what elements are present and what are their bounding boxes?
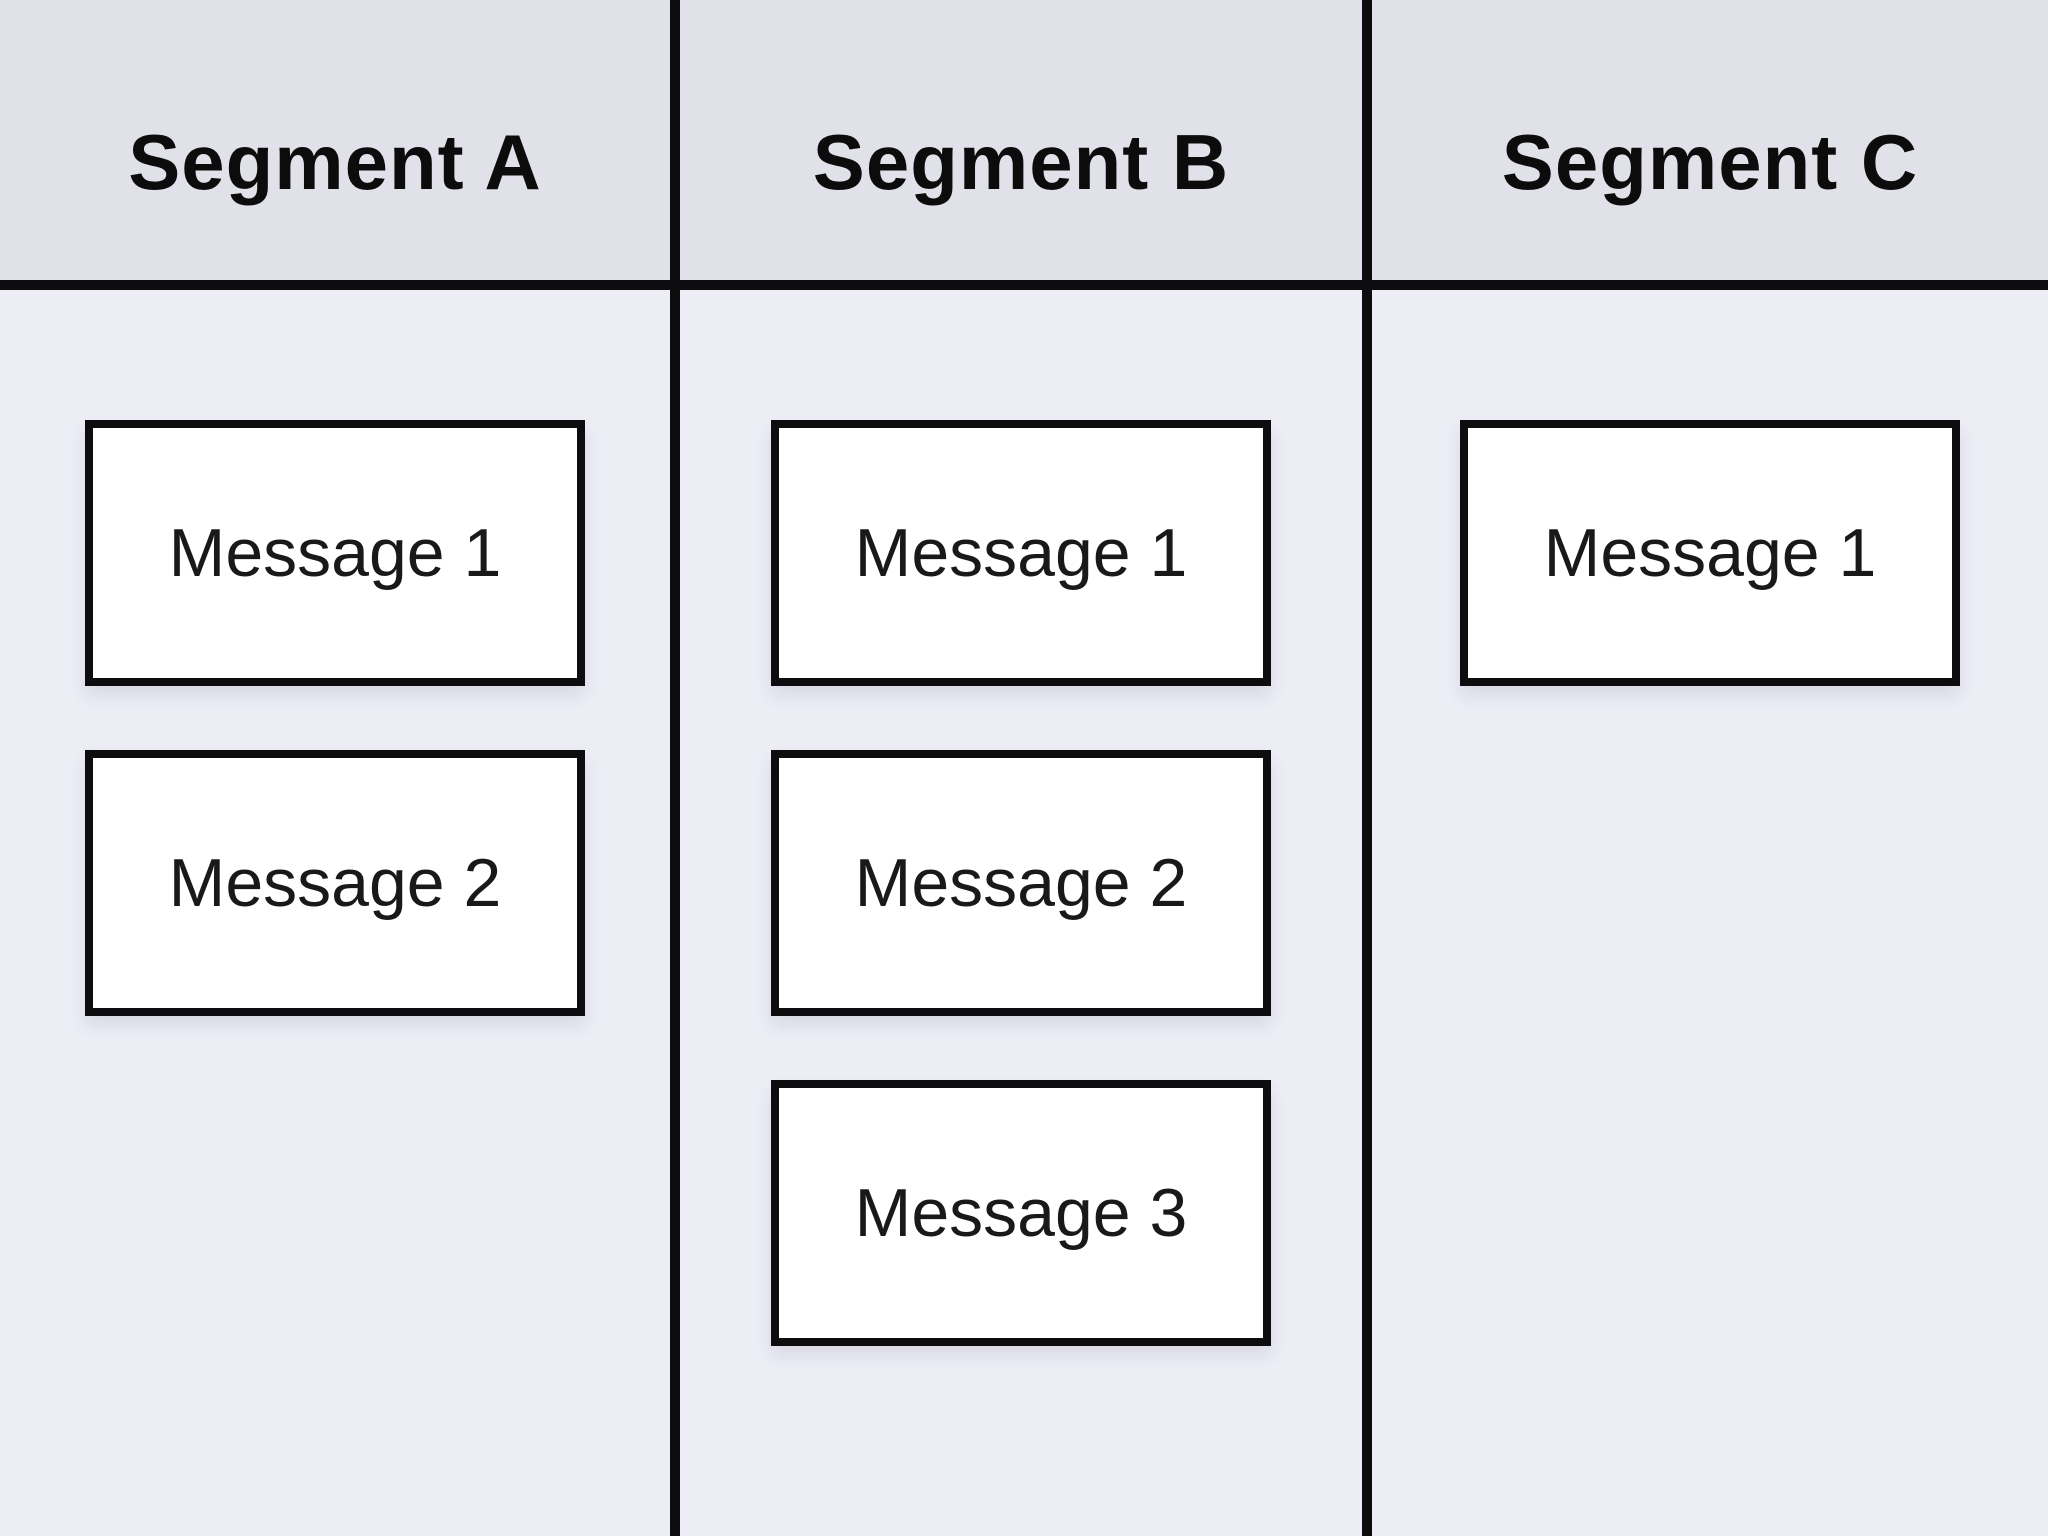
column-body-segment-b: Message 1 Message 2 Message 3 [680, 290, 1362, 1536]
message-card[interactable]: Message 2 [771, 750, 1271, 1016]
message-card[interactable]: Message 3 [771, 1080, 1271, 1346]
column-segment-b: Segment B Message 1 Message 2 Message 3 [680, 0, 1362, 1536]
column-body-segment-c: Message 1 [1372, 290, 2048, 1536]
column-title-segment-a: Segment A [128, 117, 542, 206]
message-card[interactable]: Message 1 [771, 420, 1271, 686]
message-card-label: Message 2 [854, 845, 1188, 921]
message-card[interactable]: Message 1 [85, 420, 585, 686]
column-segment-c: Segment C Message 1 [1372, 0, 2048, 1536]
message-card[interactable]: Message 2 [85, 750, 585, 1016]
message-card-label: Message 1 [168, 515, 502, 591]
message-card-label: Message 1 [1543, 515, 1877, 591]
column-divider-1 [670, 0, 680, 1536]
column-divider-2 [1362, 0, 1372, 1536]
header-band [0, 0, 2048, 280]
message-card[interactable]: Message 1 [1460, 420, 1960, 686]
column-title-segment-b: Segment B [812, 117, 1230, 206]
message-card-label: Message 2 [168, 845, 502, 921]
column-segment-a: Segment A Message 1 Message 2 [0, 0, 670, 1536]
message-card-label: Message 3 [854, 1175, 1188, 1251]
header-divider-line [0, 280, 2048, 290]
message-card-label: Message 1 [854, 515, 1188, 591]
column-body-segment-a: Message 1 Message 2 [0, 290, 670, 1536]
column-title-segment-c: Segment C [1501, 117, 1919, 206]
